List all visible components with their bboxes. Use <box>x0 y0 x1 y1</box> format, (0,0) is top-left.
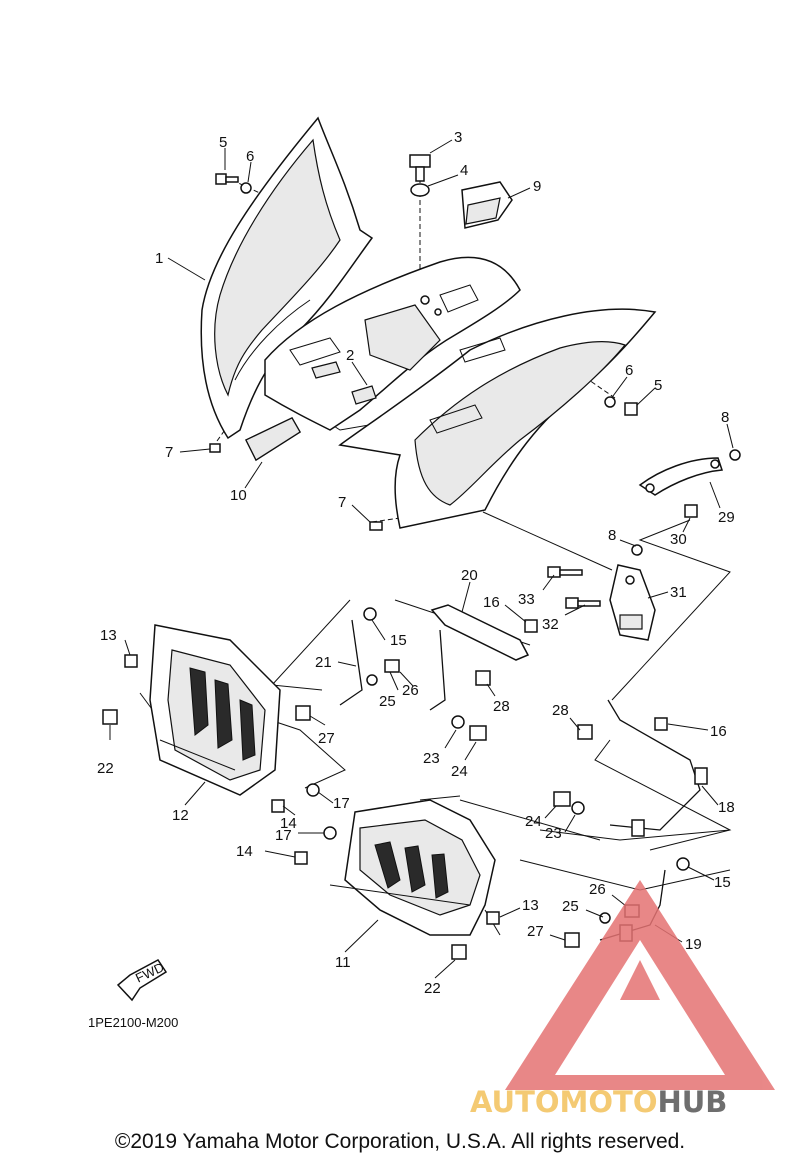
callout-label: 3 <box>454 129 462 146</box>
part-12-left-guard <box>149 624 281 796</box>
callout-label: 6 <box>246 148 254 165</box>
callout-label: 20 <box>461 567 478 584</box>
callout-label: 24 <box>451 763 468 780</box>
part-29-bracket <box>638 457 724 496</box>
callout-label: 25 <box>379 693 396 710</box>
part-9-pad <box>461 181 513 229</box>
callout-label: 17 <box>275 827 292 844</box>
callout-label: 25 <box>562 898 579 915</box>
callout-label: 21 <box>315 654 332 671</box>
callout-label: 16 <box>710 723 727 740</box>
callout-label: 15 <box>390 632 407 649</box>
callout-label: 2 <box>346 347 354 364</box>
part-11-right-guard <box>329 799 496 936</box>
stays <box>339 604 708 942</box>
callout-label: 19 <box>685 936 702 953</box>
fasteners <box>102 154 741 960</box>
right-side-cover <box>338 308 657 529</box>
callout-label: 23 <box>545 825 562 842</box>
callout-label: 5 <box>654 377 662 394</box>
callout-label: 13 <box>100 627 117 644</box>
diagram-code: 1PE2100-M200 <box>88 1015 178 1030</box>
automotohub-watermark: AUTOMOTOHUB <box>470 880 775 1119</box>
callout-label: 1 <box>155 250 163 267</box>
callout-label: 14 <box>236 843 253 860</box>
watermark-brand-part2: HUB <box>657 1085 727 1119</box>
part-1-left-side-cover <box>200 116 374 440</box>
watermark-triangle-icon <box>505 880 775 1090</box>
callout-label: 30 <box>670 531 687 548</box>
callout-label: 7 <box>338 494 346 511</box>
callout-label: 12 <box>172 807 189 824</box>
callout-label: 10 <box>230 487 247 504</box>
callout-label: 13 <box>522 897 539 914</box>
svg-text:AUTOMOTOHUB: AUTOMOTOHUB <box>470 1085 727 1119</box>
callout-label: 32 <box>542 616 559 633</box>
watermark-brand-part1: AUTOMOTO <box>470 1085 657 1119</box>
callout-label: 8 <box>721 409 729 426</box>
callout-label: 27 <box>527 923 544 940</box>
callout-label: 8 <box>608 527 616 544</box>
callout-label: 4 <box>460 162 468 179</box>
callout-label: 7 <box>165 444 173 461</box>
callout-label: 15 <box>714 874 731 891</box>
callout-label: 33 <box>518 591 535 608</box>
callout-label: 28 <box>493 698 510 715</box>
part-2-inner-fender <box>264 256 521 431</box>
callout-label: 27 <box>318 730 335 747</box>
callout-label: 22 <box>424 980 441 997</box>
callout-label: 14 <box>280 815 297 832</box>
part-10-flap <box>244 417 302 462</box>
callout-label: 17 <box>333 795 350 812</box>
callouts: 1 2 3 4 5 5 6 6 7 7 8 8 9 10 11 12 13 <box>97 129 735 997</box>
callout-label: 9 <box>533 178 541 195</box>
fwd-arrow-icon: FWD <box>116 959 168 1002</box>
callout-label: 5 <box>219 134 227 151</box>
callout-label: 26 <box>589 881 606 898</box>
callout-label: 11 <box>335 954 351 971</box>
callout-label: 23 <box>423 750 440 767</box>
copyright-notice: ©2019 Yamaha Motor Corporation, U.S.A. A… <box>114 1130 686 1153</box>
callout-label: 22 <box>97 760 114 777</box>
callout-label: 26 <box>402 682 419 699</box>
callout-label: 18 <box>718 799 735 816</box>
callout-label: 29 <box>718 509 735 526</box>
callout-label: 24 <box>525 813 542 830</box>
callout-label: 28 <box>552 702 569 719</box>
callout-label: 31 <box>670 584 687 601</box>
part-31-bracket <box>609 564 656 641</box>
assembly-lines <box>139 170 732 936</box>
callout-label: 16 <box>483 594 500 611</box>
callout-label: 6 <box>625 362 633 379</box>
